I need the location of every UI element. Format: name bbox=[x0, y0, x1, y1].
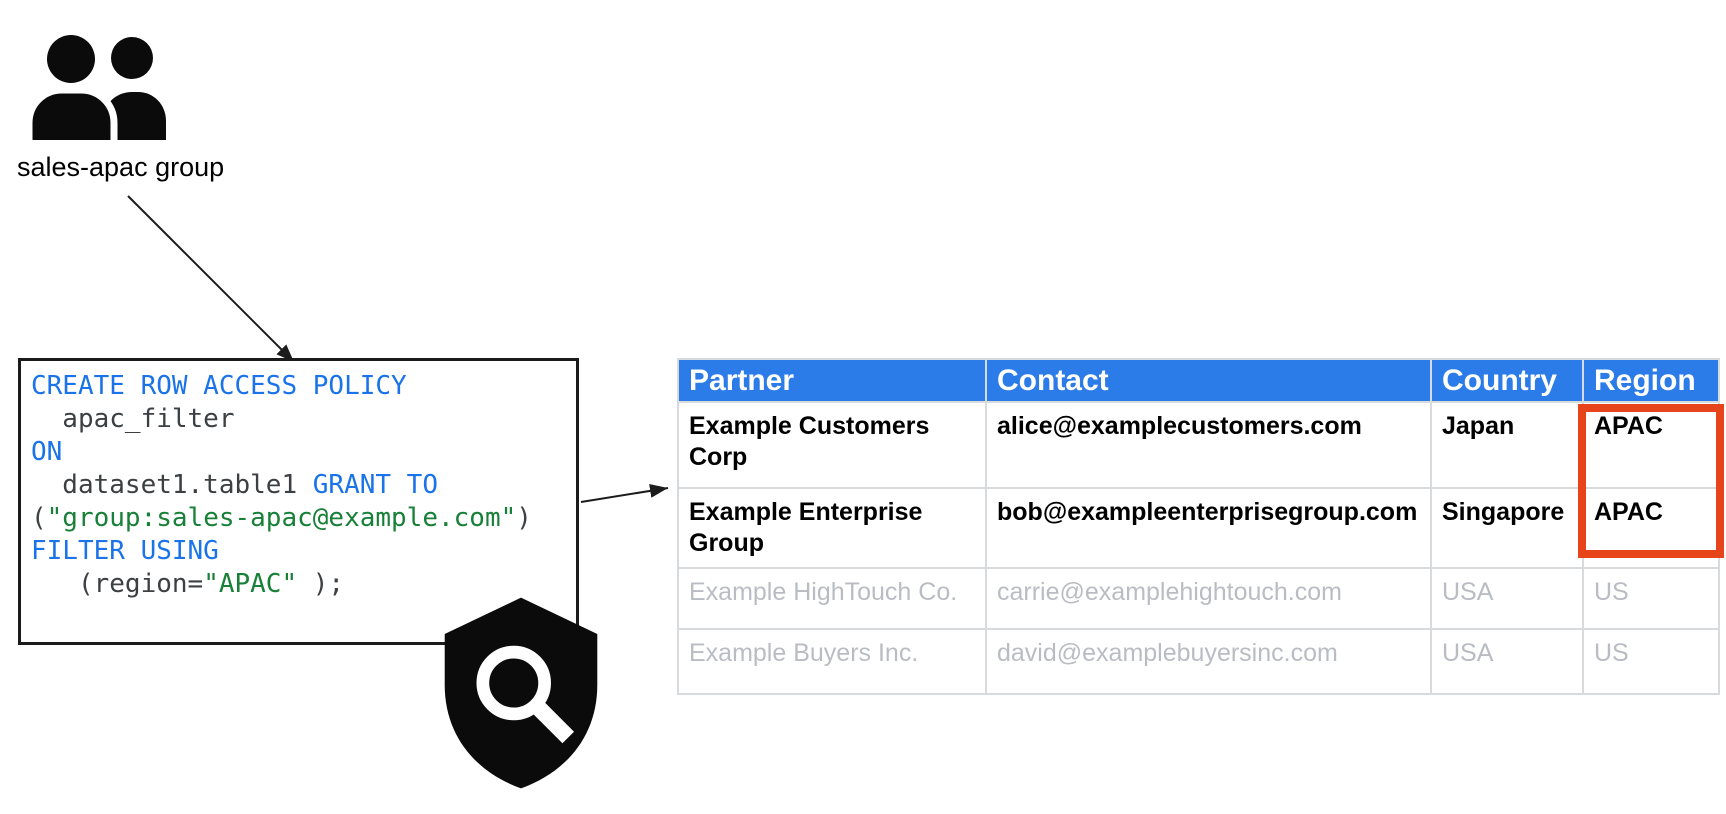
table-cell: david@examplebuyersinc.com bbox=[985, 628, 1432, 695]
column-header: Partner bbox=[677, 358, 987, 403]
table-cell: carrie@examplehightouch.com bbox=[985, 567, 1432, 630]
table-cell: US bbox=[1582, 628, 1720, 695]
code-line: FILTER USING bbox=[31, 536, 219, 566]
code-line: CREATE ROW ACCESS POLICY bbox=[31, 371, 407, 401]
code-line: ("group:sales-apac@example.com") bbox=[31, 503, 532, 533]
table-cell: Singapore bbox=[1430, 487, 1584, 569]
table-cell: Example Customers Corp bbox=[677, 401, 987, 489]
table-row: Example HighTouch Co.carrie@examplehight… bbox=[677, 567, 1720, 630]
arrow-policy-to-table bbox=[580, 483, 669, 503]
table-cell: bob@exampleenterprisegroup.com bbox=[985, 487, 1432, 569]
table-cell: APAC bbox=[1582, 401, 1720, 489]
table-row: Example Buyers Inc.david@examplebuyersin… bbox=[677, 628, 1720, 695]
table-cell: alice@examplecustomers.com bbox=[985, 401, 1432, 489]
table-cell: USA bbox=[1430, 567, 1584, 630]
table-cell: US bbox=[1582, 567, 1720, 630]
table-cell: USA bbox=[1430, 628, 1584, 695]
column-header: Contact bbox=[985, 358, 1432, 403]
shield-search-icon bbox=[444, 597, 598, 789]
code-line: ON bbox=[31, 437, 63, 467]
code-line: (region="APAC" ); bbox=[31, 569, 345, 599]
people-group-icon bbox=[25, 35, 166, 140]
column-header: Region bbox=[1582, 358, 1720, 403]
table-cell: Japan bbox=[1430, 401, 1584, 489]
column-header: Country bbox=[1430, 358, 1584, 403]
apac-region-highlight bbox=[1578, 404, 1724, 558]
group-label: sales-apac group bbox=[17, 152, 225, 182]
code-line: apac_filter bbox=[31, 404, 235, 434]
code-line: dataset1.table1 GRANT TO bbox=[31, 470, 438, 500]
arrow-group-to-policy bbox=[127, 195, 295, 363]
table-cell: Example Enterprise Group bbox=[677, 487, 987, 569]
table-cell: Example Buyers Inc. bbox=[677, 628, 987, 695]
table-cell: Example HighTouch Co. bbox=[677, 567, 987, 630]
